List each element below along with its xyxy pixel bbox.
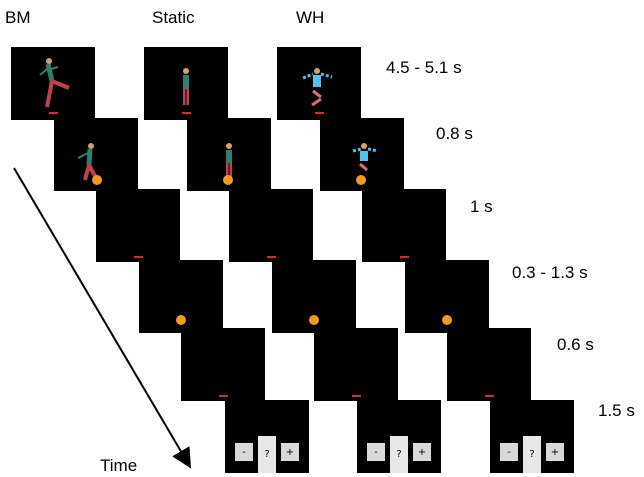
cue-bar-icon xyxy=(352,395,361,397)
ball-icon xyxy=(309,315,319,325)
question-box: ? xyxy=(390,436,408,473)
timing-label-3: 1 s xyxy=(470,197,493,216)
cue-bar-icon xyxy=(400,256,409,258)
question-box: ? xyxy=(523,436,541,473)
walking-figure-icon xyxy=(39,58,70,114)
cue-bar-icon xyxy=(219,395,228,397)
frame-bm-5 xyxy=(181,328,265,401)
ball-icon xyxy=(176,315,186,325)
scrambled-figure-ball-icon xyxy=(352,143,379,185)
condition-label-static: Static xyxy=(152,8,195,27)
ball-icon xyxy=(442,315,452,325)
frame-bm-3 xyxy=(96,189,180,262)
static-figure-ball-icon xyxy=(223,143,233,185)
frame-wh-2 xyxy=(320,118,404,191)
cue-bar-icon xyxy=(134,256,143,258)
scrambled-figure-icon xyxy=(302,68,333,114)
plus-button[interactable]: + xyxy=(546,443,564,461)
timing-label-1: 4.5 - 5.1 s xyxy=(386,58,462,77)
timing-label-2: 0.8 s xyxy=(436,124,473,143)
cue-bar-icon xyxy=(485,395,494,397)
frame-static-2 xyxy=(187,118,271,191)
minus-button[interactable]: - xyxy=(500,443,518,461)
frame-wh-1 xyxy=(277,47,361,120)
frame-static-6: - ? + xyxy=(357,400,441,473)
ball-icon xyxy=(356,175,366,185)
frame-static-5 xyxy=(314,328,398,401)
kicking-figure-icon xyxy=(77,143,102,185)
timing-label-4: 0.3 - 1.3 s xyxy=(512,263,588,282)
frame-static-4 xyxy=(272,260,356,333)
ball-icon xyxy=(92,175,102,185)
frame-bm-1 xyxy=(11,47,95,120)
frame-wh-3 xyxy=(362,189,446,262)
condition-label-wh: WH xyxy=(296,8,325,27)
cue-bar-icon xyxy=(267,256,276,258)
frame-static-3 xyxy=(229,189,313,262)
ball-icon xyxy=(223,175,233,185)
time-label: Time xyxy=(100,456,138,475)
plus-button[interactable]: + xyxy=(413,443,431,461)
timing-label-5: 0.6 s xyxy=(557,335,594,354)
frame-wh-6: - ? + xyxy=(490,400,574,473)
frame-bm-2 xyxy=(54,118,138,191)
minus-button[interactable]: - xyxy=(235,443,253,461)
condition-label-bm: BM xyxy=(5,8,31,27)
frame-wh-4 xyxy=(405,260,489,333)
timing-label-6: 1.5 s xyxy=(598,401,635,420)
frame-wh-5 xyxy=(447,328,531,401)
question-box: ? xyxy=(258,436,276,473)
frame-static-1 xyxy=(144,47,228,120)
minus-button[interactable]: - xyxy=(367,443,385,461)
frame-bm-4 xyxy=(139,260,223,333)
frame-bm-6: - ? + xyxy=(225,400,309,473)
static-figure-icon xyxy=(182,68,191,114)
plus-button[interactable]: + xyxy=(281,443,299,461)
